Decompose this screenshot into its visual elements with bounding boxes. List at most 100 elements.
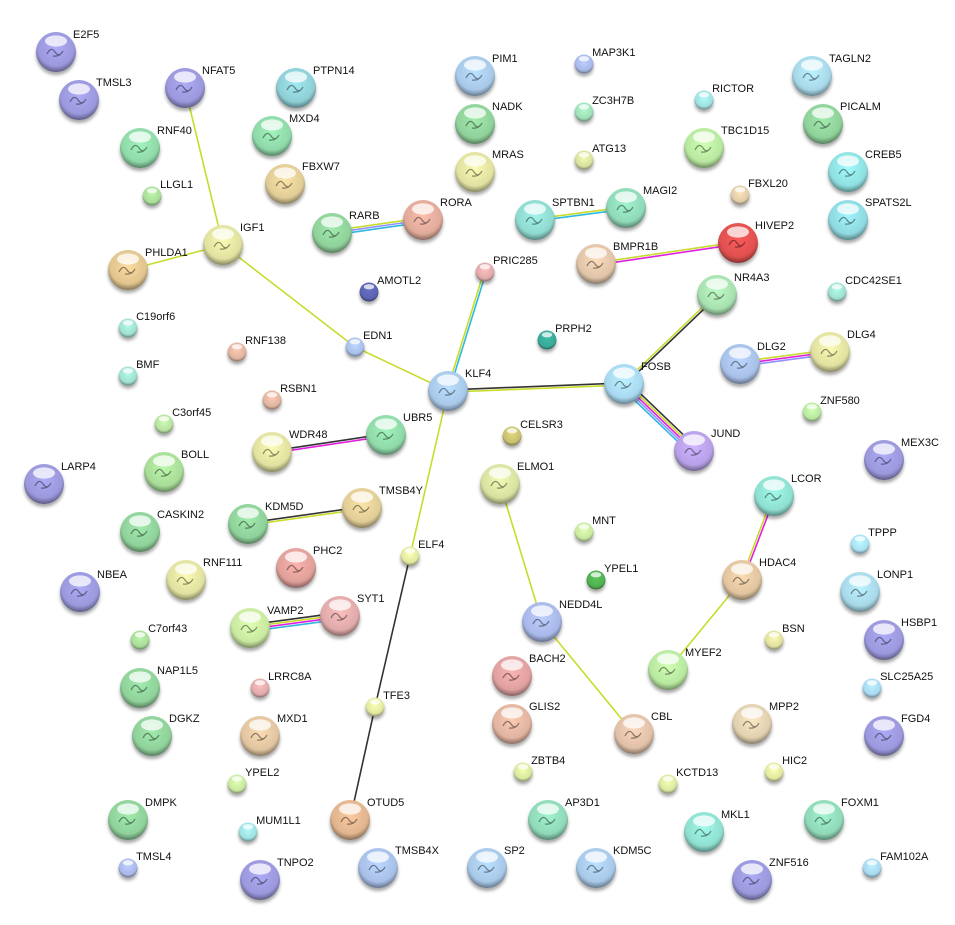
node-mxd4[interactable]: MXD4	[252, 113, 320, 156]
node-fbxw7[interactable]: FBXW7	[265, 161, 340, 204]
node-tbc1d15[interactable]: TBC1D15	[684, 125, 769, 168]
node-ypel2[interactable]: YPEL2	[227, 767, 280, 794]
node-glis2[interactable]: GLIS2	[492, 701, 560, 744]
node-nbea[interactable]: NBEA	[60, 569, 128, 612]
node-znf516[interactable]: ZNF516	[732, 857, 809, 900]
node-c3orf45[interactable]: C3orf45	[154, 407, 212, 434]
node-amotl2[interactable]: AMOTL2	[359, 275, 422, 302]
node-rnf40[interactable]: RNF40	[120, 125, 192, 168]
node-rsbn1[interactable]: RSBN1	[262, 383, 317, 410]
node-tmsb4y[interactable]: TMSB4Y	[342, 485, 424, 528]
node-pric285[interactable]: PRIC285	[475, 255, 538, 282]
node-prph2[interactable]: PRPH2	[537, 323, 592, 350]
node-fosb[interactable]: FOSB	[604, 361, 671, 404]
edge-nedd4l-cbl[interactable]	[541, 621, 635, 735]
node-larp4[interactable]: LARP4	[24, 461, 96, 504]
edge-elf4-tfe3[interactable]	[374, 555, 411, 708]
node-e2f5[interactable]: E2F5	[36, 29, 99, 72]
node-c7orf43[interactable]: C7orf43	[130, 623, 188, 650]
edge-klf4-pric285[interactable]	[446, 271, 487, 392]
node-jund[interactable]: JUND	[674, 428, 740, 471]
node-phlda1[interactable]: PHLDA1	[108, 247, 188, 290]
node-lonp1[interactable]: LONP1	[840, 569, 913, 612]
node-phc2[interactable]: PHC2	[276, 545, 342, 588]
node-rnf111[interactable]: RNF111	[166, 557, 242, 600]
node-hivep2[interactable]: HIVEP2	[718, 220, 794, 263]
node-ap3d1[interactable]: AP3D1	[528, 797, 600, 840]
edge-elmo1-nedd4l[interactable]	[499, 483, 543, 623]
node-rictor[interactable]: RICTOR	[694, 83, 755, 110]
node-bsn[interactable]: BSN	[764, 623, 805, 650]
node-dlg4[interactable]: DLG4	[810, 329, 876, 372]
node-tmsl3[interactable]: TMSL3	[59, 77, 131, 120]
node-elf4[interactable]: ELF4	[400, 539, 445, 566]
node-nfat5[interactable]: NFAT5	[165, 65, 235, 108]
node-klf4[interactable]: KLF4	[428, 368, 491, 411]
node-ypel1[interactable]: YPEL1	[586, 563, 639, 590]
node-mex3c[interactable]: MEX3C	[864, 437, 939, 480]
node-cbl[interactable]: CBL	[614, 711, 672, 754]
node-rarb[interactable]: RARB	[312, 210, 380, 253]
node-tmsl4[interactable]: TMSL4	[118, 851, 172, 878]
node-kdm5d[interactable]: KDM5D	[228, 501, 304, 544]
node-hsbp1[interactable]: HSBP1	[864, 617, 937, 660]
node-slc25a25[interactable]: SLC25A25	[862, 671, 934, 698]
node-bmpr1b[interactable]: BMPR1B	[576, 241, 658, 284]
edge-klf4-fosb[interactable]	[447, 382, 625, 393]
node-c19orf6[interactable]: C19orf6	[118, 311, 176, 338]
node-fam102a[interactable]: FAM102A	[862, 851, 930, 878]
node-mkl1[interactable]: MKL1	[684, 809, 750, 852]
node-sptbn1[interactable]: SPTBN1	[515, 197, 595, 240]
node-lrrc8a[interactable]: LRRC8A	[250, 671, 313, 698]
node-ptpn14[interactable]: PTPN14	[276, 65, 355, 108]
edge-nfat5-igf1[interactable]	[184, 87, 224, 246]
node-tnpo2[interactable]: TNPO2	[240, 857, 314, 900]
node-vamp2[interactable]: VAMP2	[230, 605, 303, 648]
node-dmpk[interactable]: DMPK	[108, 797, 177, 840]
node-igf1[interactable]: IGF1	[203, 222, 264, 265]
node-hic2[interactable]: HIC2	[764, 755, 808, 782]
node-elmo1[interactable]: ELMO1	[480, 461, 554, 504]
node-rnf138[interactable]: RNF138	[227, 335, 287, 362]
node-znf580[interactable]: ZNF580	[802, 395, 860, 422]
node-boll[interactable]: BOLL	[144, 449, 209, 492]
node-hdac4[interactable]: HDAC4	[722, 557, 796, 600]
node-dlg2[interactable]: DLG2	[720, 341, 786, 384]
node-mum1l1[interactable]: MUM1L1	[238, 815, 301, 842]
node-caskin2[interactable]: CASKIN2	[120, 509, 204, 552]
node-magi2[interactable]: MAGI2	[606, 185, 677, 228]
node-kdm5c[interactable]: KDM5C	[576, 845, 652, 888]
node-wdr48[interactable]: WDR48	[252, 429, 328, 472]
node-spats2l[interactable]: SPATS2L	[828, 197, 912, 240]
node-creb5[interactable]: CREB5	[828, 149, 902, 192]
node-nadk[interactable]: NADK	[455, 101, 523, 144]
node-bach2[interactable]: BACH2	[492, 653, 566, 696]
node-tagln2[interactable]: TAGLN2	[792, 53, 871, 96]
node-atg13[interactable]: ATG13	[574, 143, 627, 170]
node-syt1[interactable]: SYT1	[320, 593, 385, 636]
node-mras[interactable]: MRAS	[455, 149, 524, 192]
node-zc3h7b[interactable]: ZC3H7B	[574, 95, 635, 122]
node-bmf[interactable]: BMF	[118, 359, 160, 386]
node-tfe3[interactable]: TFE3	[365, 690, 410, 717]
node-edn1[interactable]: EDN1	[345, 330, 393, 357]
node-tppp[interactable]: TPPP	[850, 527, 897, 554]
node-pim1[interactable]: PIM1	[455, 53, 518, 96]
node-lcor[interactable]: LCOR	[754, 473, 822, 516]
node-mnt[interactable]: MNT	[574, 515, 617, 542]
node-zbtb4[interactable]: ZBTB4	[513, 755, 566, 782]
node-tmsb4x[interactable]: TMSB4X	[358, 845, 440, 888]
edge-klf4-elf4[interactable]	[409, 390, 449, 557]
node-sp2[interactable]: SP2	[467, 845, 525, 888]
node-rora[interactable]: RORA	[403, 197, 472, 240]
edge-bmpr1b-hivep2[interactable]	[595, 241, 739, 266]
edge-fosb-nr4a3[interactable]	[622, 293, 719, 386]
node-foxm1[interactable]: FOXM1	[804, 797, 879, 840]
node-celsr3[interactable]: CELSR3	[502, 419, 563, 446]
edge-igf1-edn1[interactable]	[222, 244, 356, 348]
node-kctd13[interactable]: KCTD13	[658, 767, 719, 794]
node-dgkz[interactable]: DGKZ	[132, 713, 200, 756]
node-nedd4l[interactable]: NEDD4L	[522, 599, 602, 642]
node-picalm[interactable]: PICALM	[803, 101, 881, 144]
node-map3k1[interactable]: MAP3K1	[574, 47, 636, 74]
